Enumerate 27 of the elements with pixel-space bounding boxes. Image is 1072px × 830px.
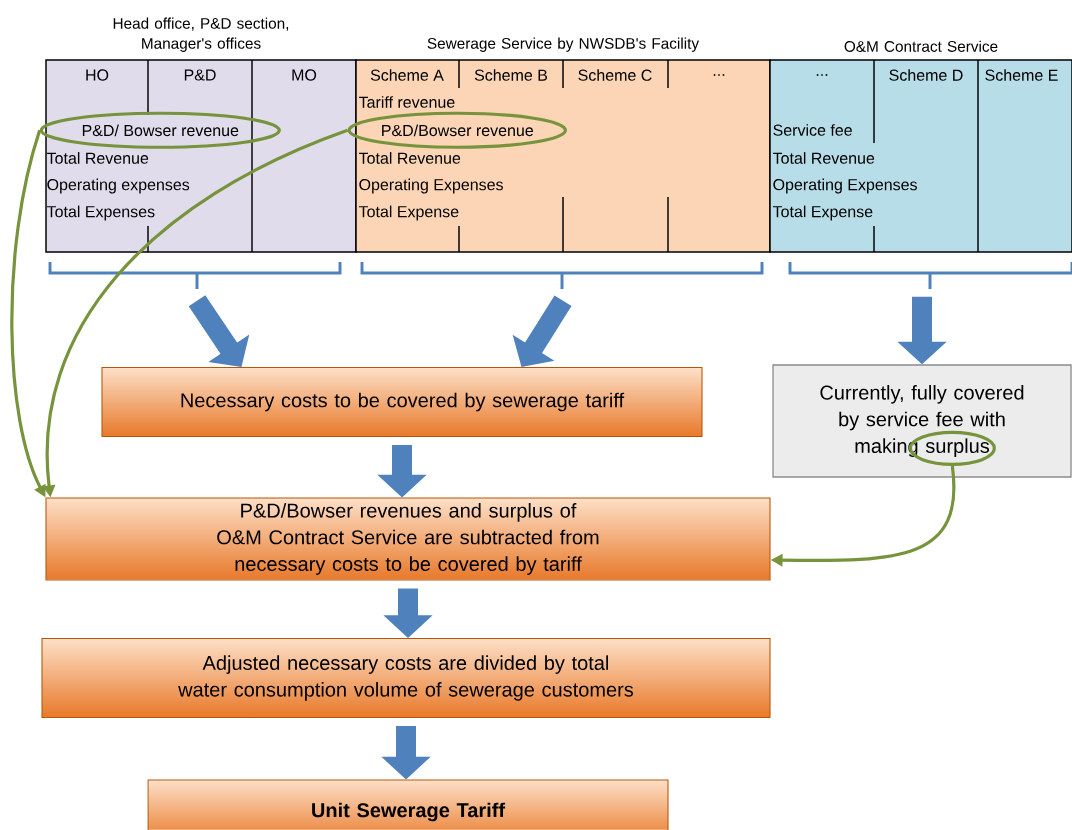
- row-label: Total Revenue: [772, 152, 875, 164]
- column-header: Scheme A: [370, 69, 444, 81]
- column-header: MO: [292, 69, 317, 81]
- process-box: Unit Sewerage Tariff: [147, 779, 669, 830]
- row-label: Operating expenses: [47, 178, 190, 194]
- row-label: Total Expenses: [46, 205, 155, 221]
- column-header: Scheme B: [474, 69, 548, 81]
- row-label: Total Expense: [358, 205, 459, 221]
- process-box: Necessary costs to be covered by sewerage tariff: [101, 366, 703, 438]
- row-label: Total Revenue: [46, 152, 149, 164]
- process-box: P&D/Bowser revenues and surplus of O&M Contract Service are subtracted from necessary costs to be covered by tariff: [45, 497, 771, 581]
- column-header: Scheme C: [578, 69, 652, 81]
- column-header: Scheme D: [889, 69, 963, 81]
- column-header: ...: [816, 74, 828, 76]
- row-label: Service fee: [773, 124, 852, 136]
- column-header: P&D: [184, 69, 216, 81]
- block-arrow: [188, 295, 250, 367]
- column-header: ...: [713, 74, 725, 76]
- row-label: Total Expense: [772, 205, 873, 221]
- row-label: Operating Expenses: [773, 178, 917, 194]
- process-box: Adjusted necessary costs are divided by total water consumption volume of sewerage customers: [41, 637, 771, 719]
- node-label: Head office, P&D section, Manager's offices: [113, 17, 289, 52]
- row-label: Operating Expenses: [359, 178, 503, 194]
- node-label: O&M Contract Service: [844, 40, 998, 52]
- column-header: HO: [86, 69, 109, 81]
- node-label: Sewerage Service by NWSDB's Facility: [427, 37, 700, 52]
- column-header: Scheme E: [985, 69, 1058, 81]
